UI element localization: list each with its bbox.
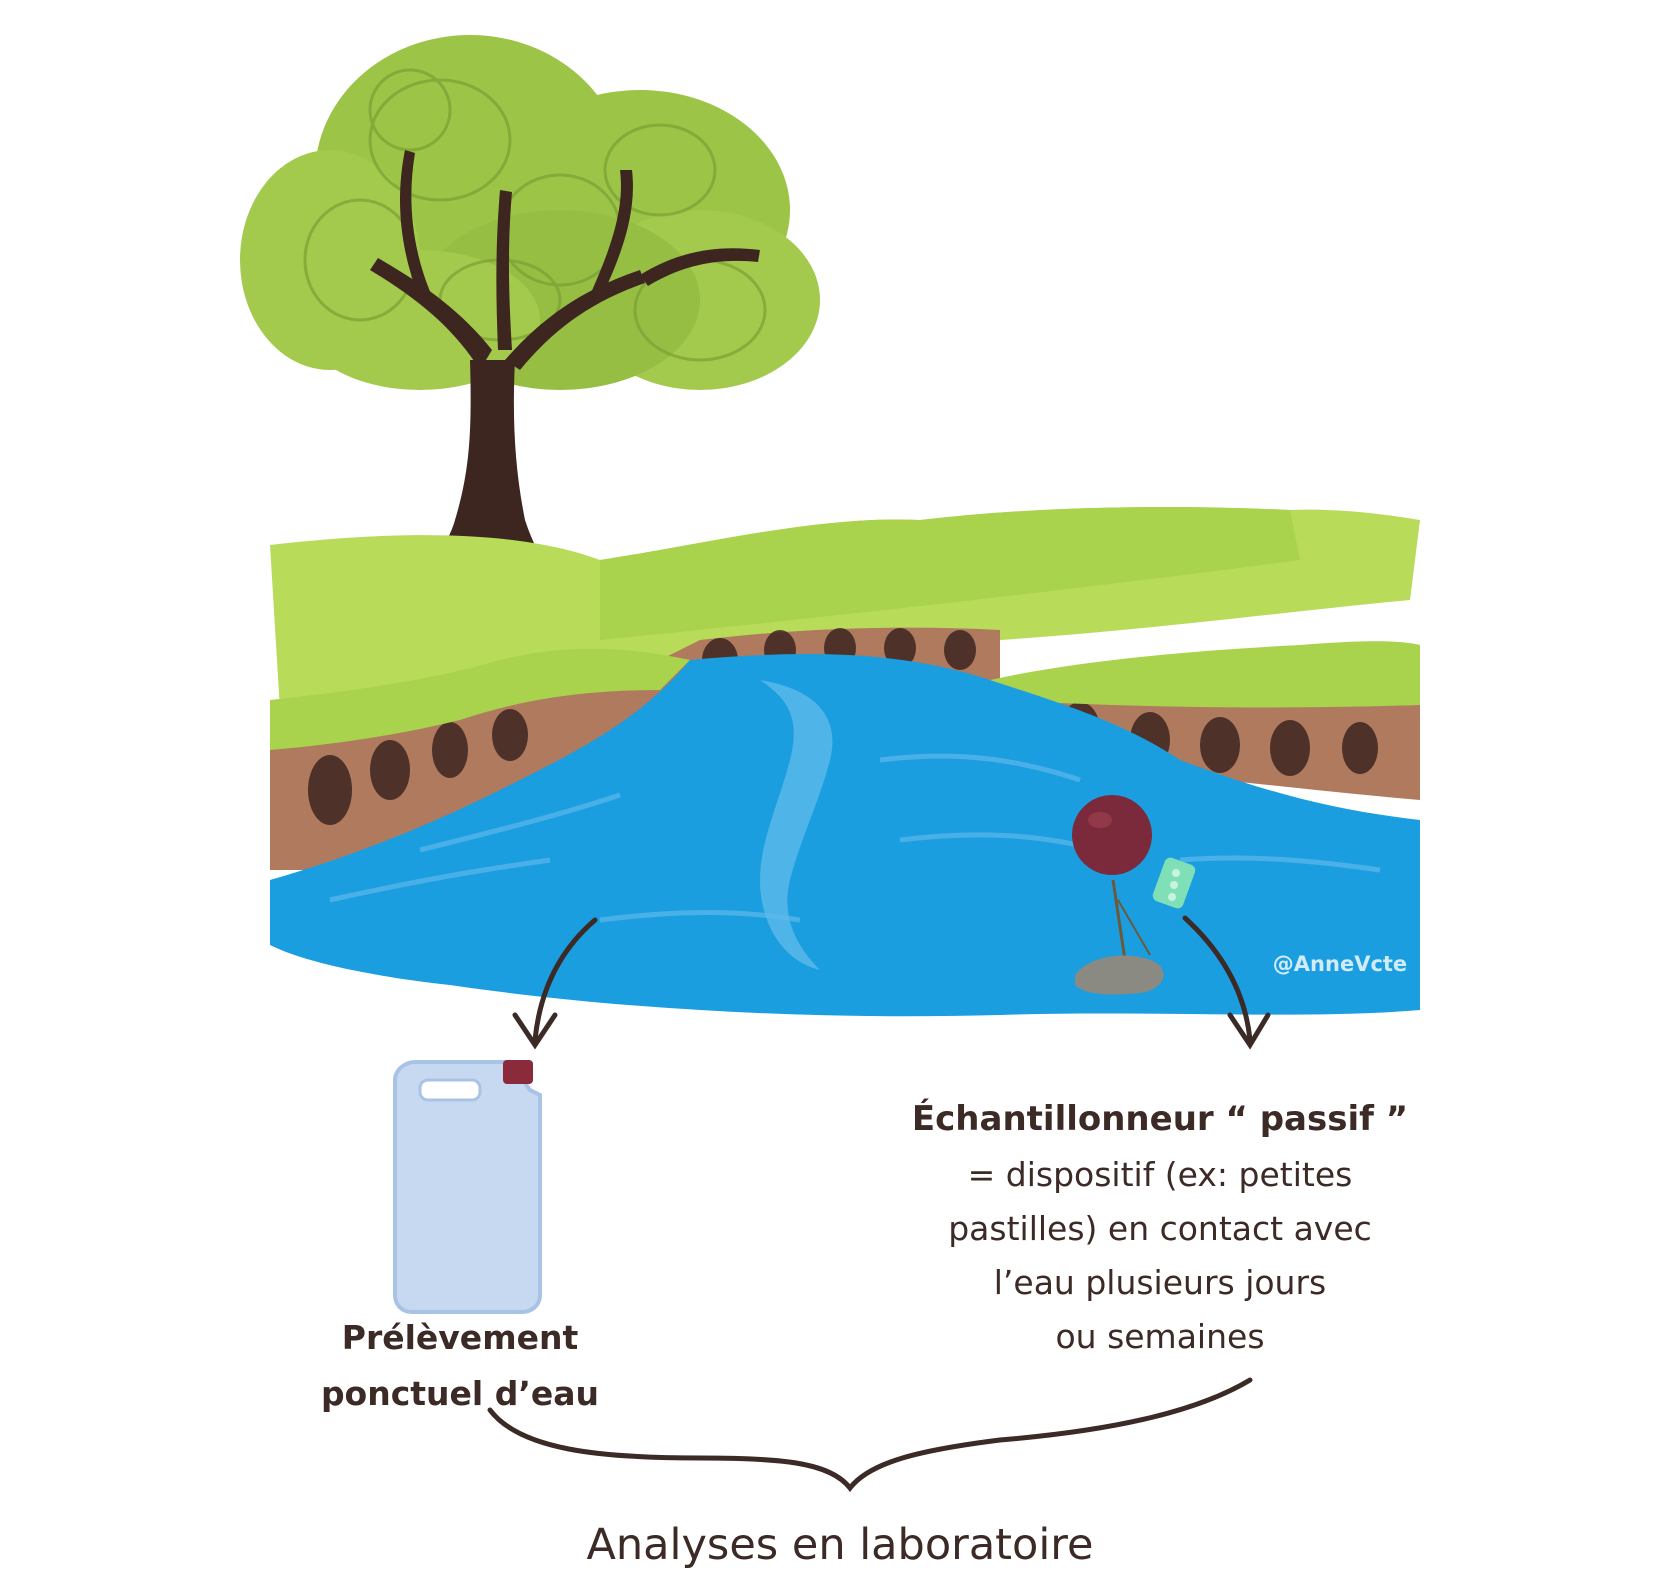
label-passive-sampler-desc-line3: l’eau plusieurs jours [993, 1263, 1327, 1302]
artist-credit: @AnneVcte [1272, 952, 1408, 976]
curly-brace [487, 1377, 1253, 1493]
label-passive-sampler-desc: = dispositif (ex: petites pastilles) en … [900, 1148, 1420, 1364]
label-passive-sampler-desc-line2: pastilles) en contact avec [948, 1209, 1372, 1248]
label-point-sampling-line2: ponctuel d’eau [320, 1374, 600, 1413]
water-canister-icon [393, 1060, 542, 1314]
arrow-right [1182, 915, 1253, 1043]
anchor-stone-icon [1075, 955, 1164, 995]
label-point-sampling: Prélèvement ponctuel d’eau [280, 1310, 640, 1422]
label-point-sampling-line1: Prélèvement [341, 1318, 579, 1357]
arrow-right-head [1227, 1012, 1271, 1050]
buoy-icon [1072, 795, 1152, 875]
passive-sampler-device [1072, 795, 1196, 995]
label-passive-sampler-desc-line4: ou semaines [1055, 1317, 1265, 1356]
canister-cap-icon [503, 1060, 533, 1084]
grass-bank-near [270, 641, 1420, 750]
arrow-left-head [512, 1012, 558, 1050]
label-passive-sampler-title: Échantillonneur “ passif ” [911, 1099, 1409, 1139]
arrows [512, 915, 1271, 1050]
arrow-left [532, 917, 598, 1043]
label-lab-analysis: Analyses en laboratoire [586, 1520, 1094, 1570]
label-passive-sampler-desc-line1: = dispositif (ex: petites [967, 1155, 1353, 1194]
